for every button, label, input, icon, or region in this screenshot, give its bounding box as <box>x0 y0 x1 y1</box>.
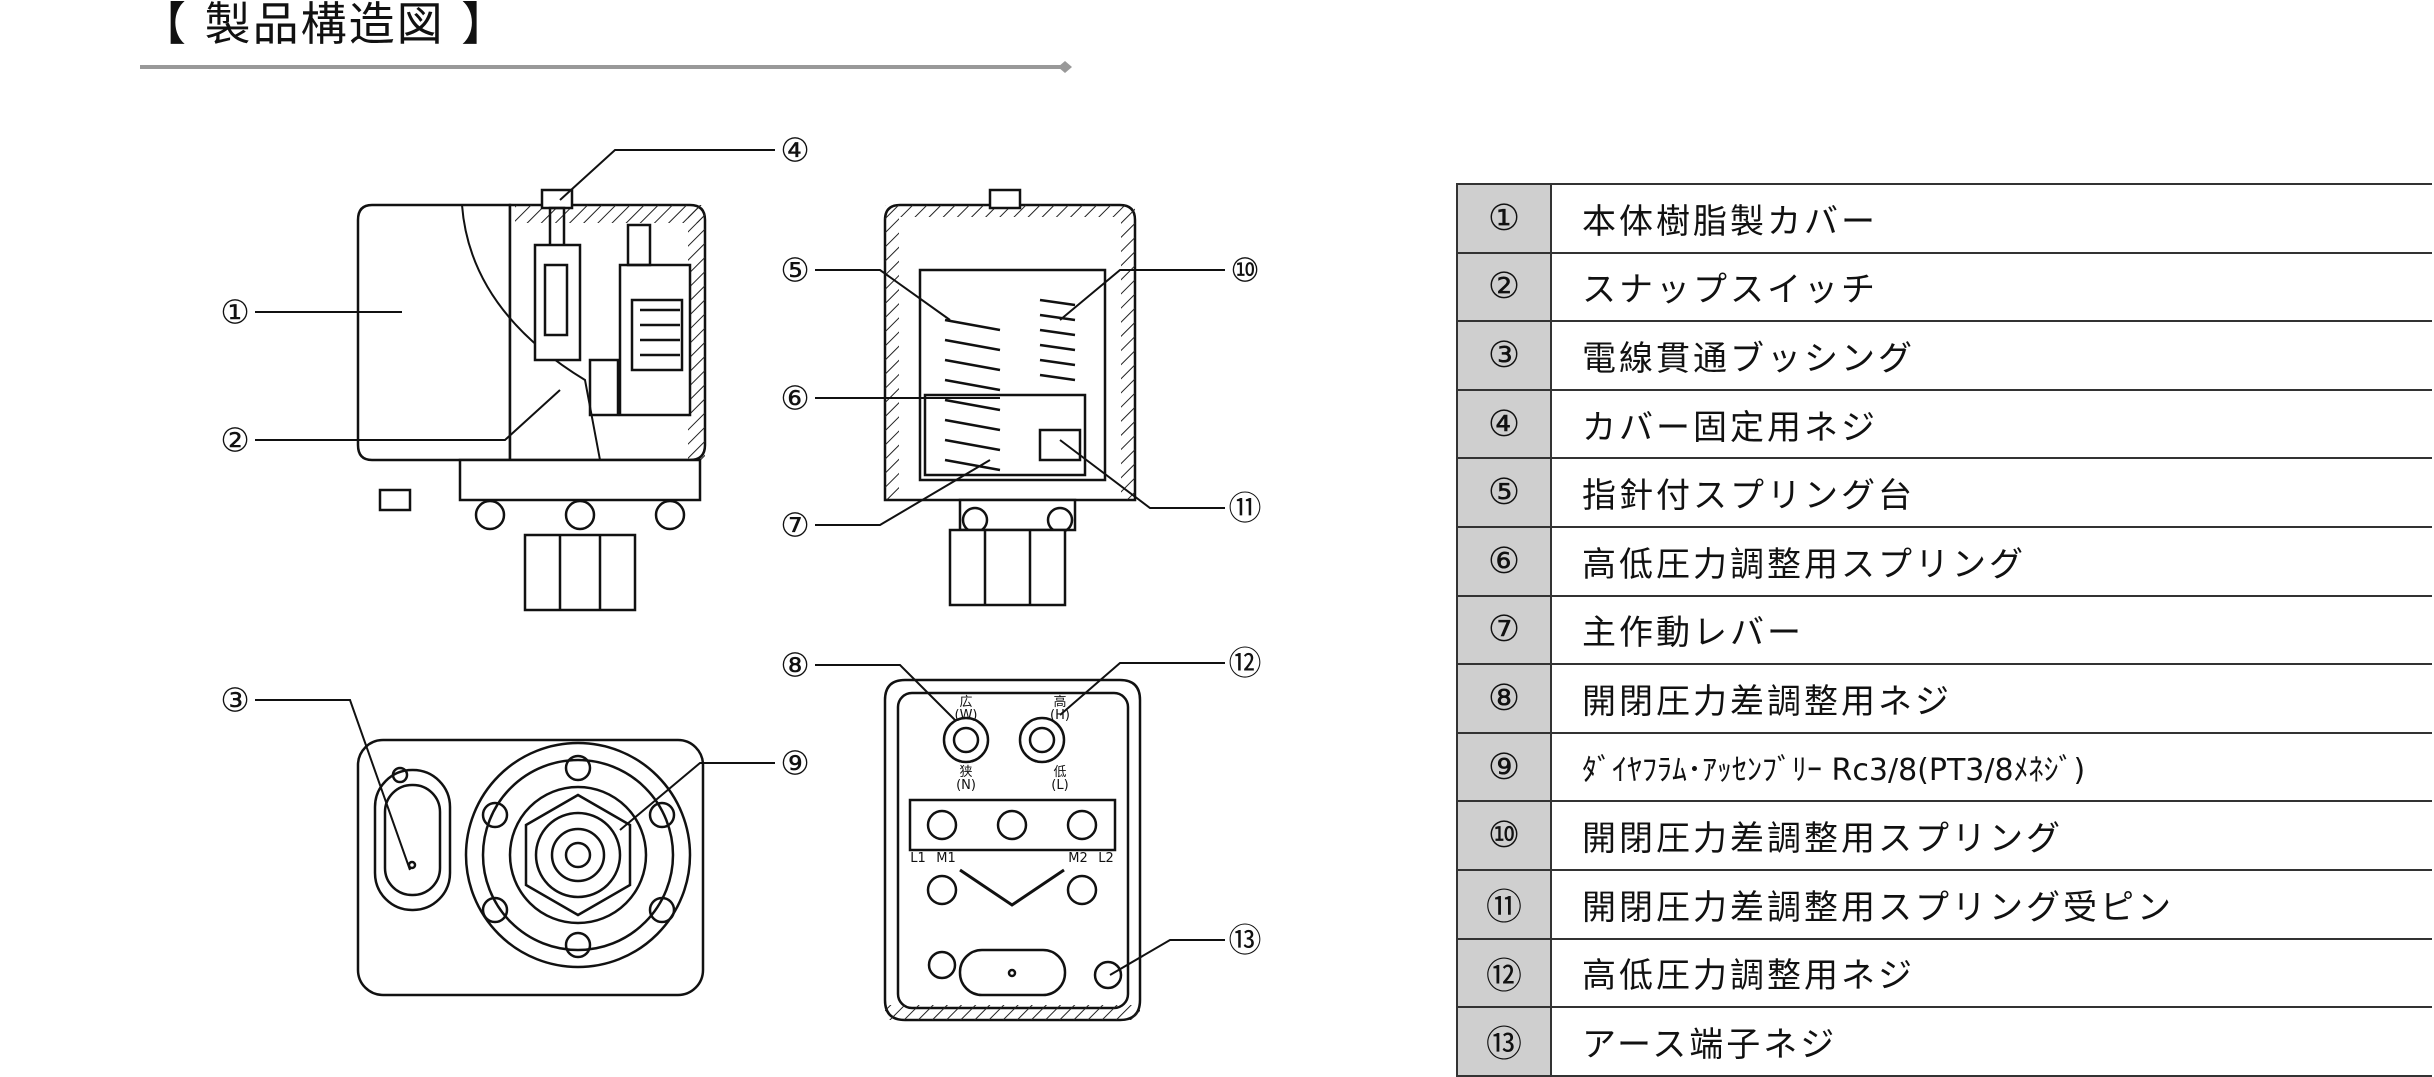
part-number: ⑥ <box>1456 525 1552 597</box>
callout-10: ⑩ <box>1230 251 1260 290</box>
label-high: 高 <box>1053 694 1066 710</box>
title-underline <box>140 61 1072 73</box>
part-name: 高低圧力調整用スプリング <box>1551 525 2432 597</box>
part-number: ⑬ <box>1456 1006 1552 1077</box>
callout-numbers: ① ② ③ ④ ⑤ ⑥ ⑦ ⑧ ⑨ ⑩ ⑪ ⑫ ⑬ <box>220 131 1261 960</box>
label-l2: L2 <box>1098 851 1114 866</box>
terminal-labels: 広 (W) 狭 (N) 高 (H) 低 (L) L1 L2 M1 M2 <box>910 694 1114 866</box>
callout-1: ① <box>220 293 250 332</box>
callout-2: ② <box>220 421 250 460</box>
label-low-sub: (L) <box>1051 778 1068 793</box>
label-wide-sub: (W) <box>955 708 978 723</box>
bottom-view <box>356 738 705 997</box>
table-row: ⑤ 指針付スプリング台 <box>1456 457 2432 528</box>
callout-4: ④ <box>780 131 810 170</box>
part-number: ② <box>1456 251 1552 323</box>
part-number: ⑦ <box>1456 594 1552 666</box>
table-row: ⑫ 高低圧力調整用ネジ <box>1456 937 2432 1009</box>
terminal-view <box>883 678 1142 1022</box>
part-number: ⑩ <box>1456 800 1552 871</box>
part-number: ④ <box>1456 388 1552 460</box>
part-name: 本体樹脂製カバー <box>1551 183 2432 254</box>
callout-9: ⑨ <box>780 744 810 783</box>
part-name: 高低圧力調整用ネジ <box>1551 937 2432 1009</box>
label-low: 低 <box>1053 765 1066 780</box>
part-number: ⑤ <box>1456 457 1552 528</box>
part-name: 電線貫通ブッシング <box>1551 320 2432 391</box>
table-row: ⑪ 開閉圧力差調整用スプリング受ピン <box>1456 868 2432 940</box>
page-title: 【 製品構造図 】 <box>140 0 510 51</box>
part-name: 開閉圧力差調整用スプリング受ピン <box>1551 868 2432 940</box>
table-row: ⑥ 高低圧力調整用スプリング <box>1456 525 2432 597</box>
label-narrow: 狭 <box>959 765 972 780</box>
label-narrow-sub: (N) <box>956 778 976 793</box>
table-row: ① 本体樹脂製カバー <box>1456 183 2432 254</box>
part-number: ⑧ <box>1456 663 1552 734</box>
callout-8: ⑧ <box>780 646 810 685</box>
label-wide: 広 <box>959 695 972 710</box>
table-row: ⑨ ﾀﾞｲﾔﾌﾗﾑ･ｱｯｾﾝﾌﾞﾘｰ Rc3/8(PT3/8ﾒﾈｼﾞ) <box>1456 731 2432 803</box>
product-structure-diagram: 広 (W) 狭 (N) 高 (H) 低 (L) L1 L2 M1 M2 ① ② … <box>220 131 1262 1022</box>
table-row: ③ 電線貫通ブッシング <box>1456 320 2432 391</box>
part-number: ⑫ <box>1456 937 1552 1009</box>
label-m1: M1 <box>936 851 956 866</box>
part-number: ③ <box>1456 320 1552 391</box>
label-high-sub: (H) <box>1050 708 1070 723</box>
part-name: スナップスイッチ <box>1551 251 2432 323</box>
callout-7: ⑦ <box>780 506 810 545</box>
label-l1: L1 <box>910 851 926 866</box>
side-view <box>356 188 707 612</box>
table-row: ⑦ 主作動レバー <box>1456 594 2432 666</box>
callout-11: ⑪ <box>1229 489 1262 528</box>
table-row: ④ カバー固定用ネジ <box>1456 388 2432 460</box>
callout-3: ③ <box>220 681 250 720</box>
callout-5: ⑤ <box>780 251 810 290</box>
table-row: ⑧ 開閉圧力差調整用ネジ <box>1456 663 2432 734</box>
label-m2: M2 <box>1068 851 1088 866</box>
callout-6: ⑥ <box>780 379 810 418</box>
part-number: ⑨ <box>1456 731 1552 803</box>
parts-table: ① 本体樹脂製カバー ② スナップスイッチ ③ 電線貫通ブッシング ④ カバー固… <box>1456 183 2432 1077</box>
part-name: 主作動レバー <box>1551 594 2432 666</box>
table-row: ⑩ 開閉圧力差調整用スプリング <box>1456 800 2432 871</box>
part-name: カバー固定用ネジ <box>1551 388 2432 460</box>
table-row: ② スナップスイッチ <box>1456 251 2432 323</box>
part-name: ﾀﾞｲﾔﾌﾗﾑ･ｱｯｾﾝﾌﾞﾘｰ Rc3/8(PT3/8ﾒﾈｼﾞ) <box>1551 731 2432 803</box>
part-name: アース端子ネジ <box>1551 1006 2432 1077</box>
part-number: ⑪ <box>1456 868 1552 940</box>
part-name: 開閉圧力差調整用ネジ <box>1551 663 2432 734</box>
part-name: 開閉圧力差調整用スプリング <box>1551 800 2432 871</box>
callout-12: ⑫ <box>1229 644 1262 683</box>
callout-13: ⑬ <box>1229 921 1262 960</box>
part-name: 指針付スプリング台 <box>1551 457 2432 528</box>
section-view <box>883 188 1137 607</box>
part-number: ① <box>1456 183 1552 254</box>
table-row: ⑬ アース端子ネジ <box>1456 1006 2432 1077</box>
leader-lines <box>255 149 1225 976</box>
